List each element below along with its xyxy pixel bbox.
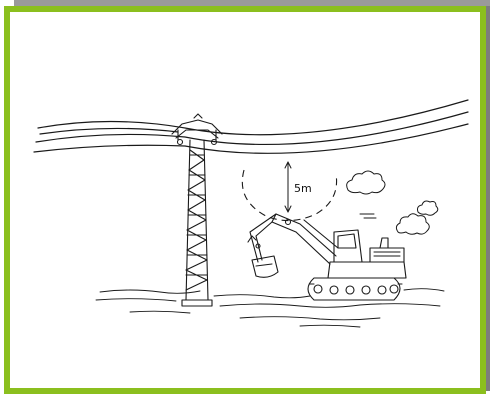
exhaust-smoke bbox=[360, 201, 438, 234]
transmission-tower bbox=[172, 114, 222, 306]
overhead-power-lines bbox=[34, 100, 468, 153]
cloud-icon bbox=[347, 171, 385, 194]
distance-label: 5m bbox=[294, 182, 312, 195]
ground-lines bbox=[96, 289, 444, 327]
safety-clearance-arc bbox=[242, 170, 336, 221]
distance-dimension-arrow bbox=[285, 162, 291, 212]
excavator bbox=[248, 214, 406, 300]
